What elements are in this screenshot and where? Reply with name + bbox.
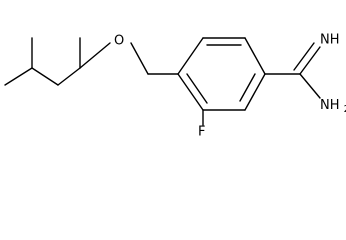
bond-c-n-double-a bbox=[299, 46, 321, 75]
bond-ring-6 bbox=[177, 73, 204, 111]
oxygen-label: O bbox=[114, 34, 124, 49]
bond-c-n-double-b bbox=[293, 42, 315, 71]
molecule-diagram: O F NH NH 2 bbox=[4, 33, 346, 140]
bond-chain-6 bbox=[79, 42, 111, 69]
bond-c-nh2 bbox=[299, 73, 321, 99]
amine-nh-text: NH bbox=[320, 98, 340, 113]
bond-ether-ch2 bbox=[130, 42, 149, 75]
bond-ring-3 bbox=[244, 37, 266, 75]
imine-label: NH bbox=[320, 33, 340, 48]
bond-ring-double-2 bbox=[239, 73, 256, 102]
amine-label: NH 2 bbox=[320, 98, 346, 116]
bond-chain-3 bbox=[31, 67, 59, 86]
fluorine-label: F bbox=[198, 125, 205, 140]
bond-ring-1 bbox=[177, 37, 204, 75]
amine-subscript: 2 bbox=[344, 104, 346, 115]
bond-chain-4 bbox=[57, 67, 81, 86]
structure-canvas: O F NH NH 2 bbox=[4, 33, 346, 140]
bond-ring-4 bbox=[244, 73, 266, 111]
bond-chain-1 bbox=[4, 67, 33, 86]
bond-ring-double-3 bbox=[186, 73, 208, 104]
